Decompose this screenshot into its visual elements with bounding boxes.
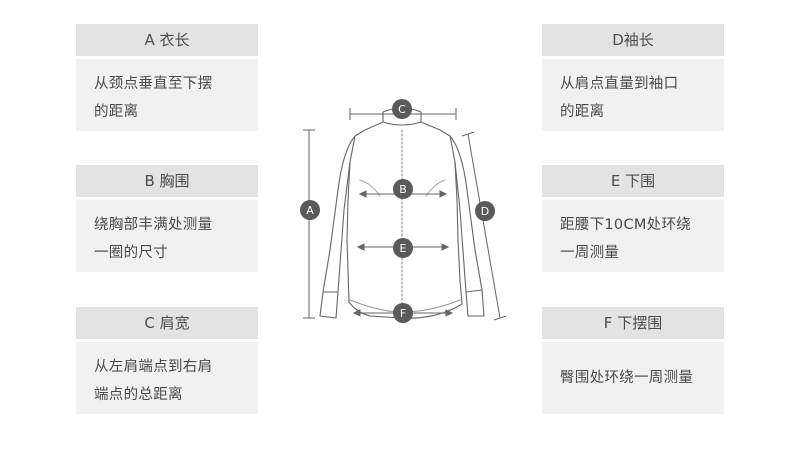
card-lower-description: 距腰下10CM处环绕 一周测量 (542, 200, 724, 272)
marker-b: B (393, 179, 413, 199)
marker-c: C (392, 99, 412, 119)
card-shoulder: C 肩宽 从左肩端点到右肩 端点的总距离 (76, 307, 258, 414)
hem-arrow-right (445, 309, 454, 317)
marker-a-label: A (306, 204, 314, 217)
sleeve-tick-top (461, 131, 475, 137)
marker-d-label: D (481, 205, 489, 218)
sleeve-line (467, 133, 501, 319)
chest-arrow-left (358, 190, 367, 198)
marker-f-label: F (400, 307, 406, 320)
card-hem: F 下摆围 臀围处环绕一周测量 (542, 307, 724, 414)
card-lower-line-2: 一周测量 (560, 245, 620, 261)
card-shoulder-description: 从左肩端点到右肩 端点的总距离 (76, 342, 258, 414)
card-hem-description: 臀围处环绕一周测量 (542, 342, 724, 414)
marker-f: F (393, 303, 413, 323)
card-lower-line-1: 距腰下10CM处环绕 (560, 217, 692, 233)
card-chest: B 胸围 绕胸部丰满处测量 一圈的尺寸 (76, 165, 258, 272)
card-length: A 衣长 从颈点垂直至下摆 的距离 (76, 24, 258, 131)
marker-e-label: E (400, 242, 407, 255)
marker-d: D (475, 201, 495, 221)
sleeve-tick-bottom (493, 315, 507, 321)
marker-c-label: C (398, 103, 406, 116)
shirt-outline (319, 107, 485, 319)
card-hem-line-1: 臀围处环绕一周测量 (560, 370, 694, 386)
card-shoulder-line-1: 从左肩端点到右肩 (94, 359, 213, 375)
lower-arrow-left (356, 243, 365, 251)
marker-b-label: B (399, 183, 407, 196)
card-sleeve-description: 从肩点直量到袖口 的距离 (542, 59, 724, 131)
card-shoulder-title: C 肩宽 (76, 307, 258, 339)
card-length-description: 从颈点垂直至下摆 的距离 (76, 59, 258, 131)
card-shoulder-line-2: 端点的总距离 (94, 387, 183, 403)
chest-arrow-right (439, 190, 448, 198)
marker-a: A (300, 200, 320, 220)
card-sleeve: D袖长 从肩点直量到袖口 的距离 (542, 24, 724, 131)
card-length-line-1: 从颈点垂直至下摆 (94, 76, 213, 92)
card-lower: E 下围 距腰下10CM处环绕 一周测量 (542, 165, 724, 272)
card-chest-title: B 胸围 (76, 165, 258, 197)
card-chest-line-1: 绕胸部丰满处测量 (94, 217, 213, 233)
card-sleeve-line-2: 的距离 (560, 104, 605, 120)
lower-arrow-right (441, 243, 450, 251)
hem-arrow-left (352, 309, 361, 317)
card-chest-description: 绕胸部丰满处测量 一圈的尺寸 (76, 200, 258, 272)
card-sleeve-title: D袖长 (542, 24, 724, 56)
card-chest-line-2: 一圈的尺寸 (94, 245, 168, 261)
card-lower-title: E 下围 (542, 165, 724, 197)
card-length-title: A 衣长 (76, 24, 258, 56)
card-length-line-2: 的距离 (94, 104, 139, 120)
card-hem-title: F 下摆围 (542, 307, 724, 339)
card-sleeve-line-1: 从肩点直量到袖口 (560, 76, 679, 92)
marker-e: E (393, 238, 413, 258)
